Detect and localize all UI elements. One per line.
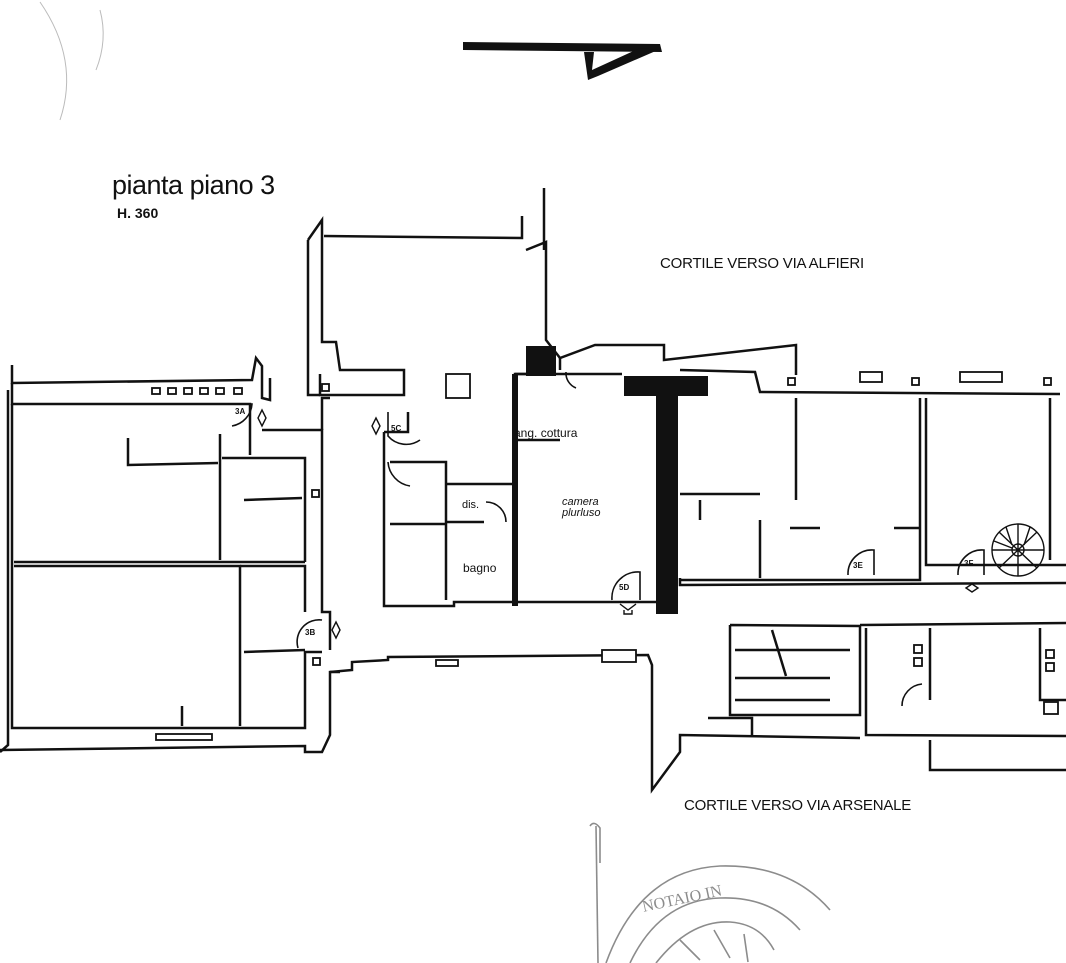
- room-cooking-corner: ang. cottura: [514, 426, 578, 440]
- scan-marks: [39, 1, 104, 121]
- door-tag-3a: 3A: [235, 407, 246, 416]
- door-indicator-marks: [257, 408, 980, 640]
- courtyard-south-label: CORTILE VERSO VIA ARSENALE: [684, 797, 912, 814]
- door-tag-3b: 3B: [305, 628, 316, 637]
- ceiling-height-note: H. 360: [117, 205, 159, 221]
- stamp-text: NOTAIO IN: [641, 882, 724, 916]
- plan-title: pianta piano 3: [112, 170, 275, 200]
- door-tag-3e: 3E: [853, 561, 863, 570]
- north-arrow-icon: [463, 42, 662, 80]
- door-swings: [228, 371, 985, 707]
- room-multipurpose-line1: camera: [562, 496, 599, 508]
- structural-black-walls: [512, 346, 708, 614]
- door-tag-5c: 5C: [391, 424, 402, 433]
- room-bathroom: bagno: [463, 561, 497, 575]
- courtyard-north-label: CORTILE VERSO VIA ALFIERI: [660, 255, 864, 272]
- room-multipurpose-line2: plurluso: [562, 507, 601, 519]
- windows: [151, 371, 1059, 741]
- notary-stamp-icon: NOTAIO IN: [589, 822, 831, 963]
- door-tag-5d: 5D: [619, 583, 630, 592]
- door-tag-3f: 3F: [964, 559, 974, 568]
- walls: [0, 188, 1066, 794]
- room-closet: dis.: [462, 499, 480, 511]
- spiral-staircase-icon: [991, 523, 1045, 577]
